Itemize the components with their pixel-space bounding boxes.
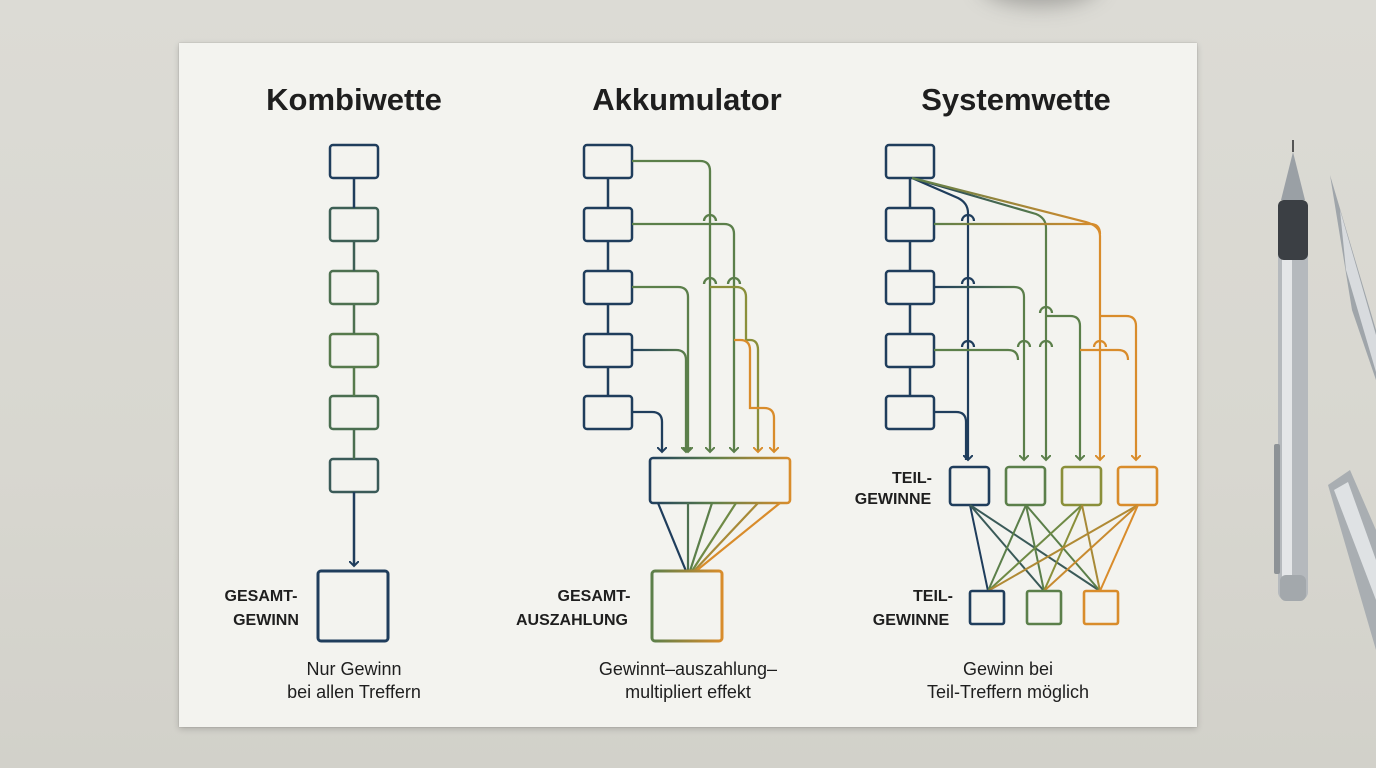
object-shadow xyxy=(980,0,1100,6)
connector-line xyxy=(911,176,1046,460)
payout-box xyxy=(650,569,724,643)
mid-label-line: TEIL- xyxy=(892,470,932,487)
panel-title: Systemwette xyxy=(921,82,1111,117)
payout-fan xyxy=(656,502,781,572)
accumulator-box xyxy=(648,456,792,505)
selection-box xyxy=(884,206,936,243)
connector-line xyxy=(632,285,688,452)
connector-line xyxy=(734,338,774,452)
accumulator-connectors xyxy=(632,159,774,452)
pen-icon xyxy=(1274,140,1308,601)
connector-line xyxy=(632,222,734,452)
connector-line xyxy=(1080,348,1130,361)
caption-line: Nur Gewinn xyxy=(306,659,401,679)
connector-line xyxy=(911,176,1100,460)
selection-box xyxy=(328,143,380,180)
line-hop xyxy=(1092,339,1108,348)
pens xyxy=(1274,140,1376,650)
selection-stack xyxy=(582,143,634,431)
partial-payout-box xyxy=(1082,589,1120,626)
line-hop xyxy=(960,213,976,222)
partial-win-box xyxy=(1004,465,1047,507)
result-label-line: GEWINNE xyxy=(873,612,950,629)
selection-box xyxy=(884,143,936,180)
caption-line: Teil-Treffern möglich xyxy=(927,682,1089,702)
selection-box xyxy=(582,206,634,243)
partial-win-box xyxy=(948,465,991,507)
panel-kombiwette: Kombiwette GESAMT- GEWINN Nur Gewinn bei… xyxy=(225,82,442,702)
cross-line xyxy=(1043,504,1139,592)
panel-systemwette: Systemwette xyxy=(855,82,1159,702)
caption-line: Gewinnt–auszahlung– xyxy=(599,659,777,679)
selection-box xyxy=(884,269,936,306)
partial-win-box xyxy=(1116,465,1159,507)
connector-line xyxy=(1100,314,1136,460)
caption-line: multipliert effekt xyxy=(625,682,751,702)
result-box xyxy=(316,569,390,643)
connector-line xyxy=(1046,314,1080,460)
result-label-line: GESAMT- xyxy=(225,588,298,605)
panel-title: Akkumulator xyxy=(592,82,781,117)
fan-line xyxy=(656,502,688,572)
partial-payout-box xyxy=(968,589,1006,626)
partial-win-box xyxy=(1060,465,1103,507)
connector-line xyxy=(934,348,1020,361)
selection-box xyxy=(328,394,380,431)
cross-line xyxy=(987,504,1139,592)
panel-title: Kombiwette xyxy=(266,82,442,117)
line-hop xyxy=(960,339,976,348)
caption-line: Gewinn bei xyxy=(963,659,1053,679)
connector-line xyxy=(934,222,1102,235)
connector-line xyxy=(934,410,968,460)
line-hop xyxy=(1016,339,1032,348)
line-hop xyxy=(1038,305,1054,314)
partial-payout-box xyxy=(1025,589,1063,626)
cross-line xyxy=(987,504,1027,592)
selection-box xyxy=(884,332,936,369)
selection-box xyxy=(582,332,634,369)
selection-box xyxy=(328,269,380,306)
result-label-line: GEWINN xyxy=(233,612,299,629)
caption-line: bei allen Treffern xyxy=(287,682,421,702)
fan-line xyxy=(695,502,781,572)
result-label-line: GESAMT- xyxy=(558,588,631,605)
connector-line xyxy=(934,285,1024,460)
result-label-line: TEIL- xyxy=(913,588,953,605)
fan-line xyxy=(691,502,737,572)
result-label-line: AUSZAHLUNG xyxy=(516,612,628,629)
selection-stack xyxy=(884,143,936,431)
selection-box xyxy=(884,394,936,431)
cross-line xyxy=(969,504,989,592)
pen-icon xyxy=(1328,175,1376,650)
partial-win-boxes xyxy=(948,465,1159,507)
line-hop xyxy=(702,276,718,285)
fan-line xyxy=(688,502,714,572)
partial-payout-boxes xyxy=(968,589,1120,626)
selection-box xyxy=(582,394,634,431)
fan-line xyxy=(693,502,759,572)
cross-line xyxy=(1099,504,1139,592)
selection-box xyxy=(328,457,380,494)
line-hop xyxy=(726,276,742,285)
selection-box xyxy=(328,332,380,369)
selection-box xyxy=(328,206,380,243)
connector-line xyxy=(632,348,686,452)
mid-label-line: GEWINNE xyxy=(855,491,932,508)
panel-akkumulator: Akkumulator xyxy=(516,82,792,702)
connector-line xyxy=(911,176,968,460)
cross-connections xyxy=(969,504,1139,592)
cross-line xyxy=(987,504,1083,592)
selection-box xyxy=(582,143,634,180)
selection-chain xyxy=(316,143,390,643)
line-hop xyxy=(1038,339,1054,348)
connector-line xyxy=(632,159,710,452)
line-hop xyxy=(960,276,976,285)
system-connectors xyxy=(911,176,1136,460)
selection-box xyxy=(582,269,634,306)
connector-line xyxy=(632,410,662,452)
line-hop xyxy=(702,213,718,222)
